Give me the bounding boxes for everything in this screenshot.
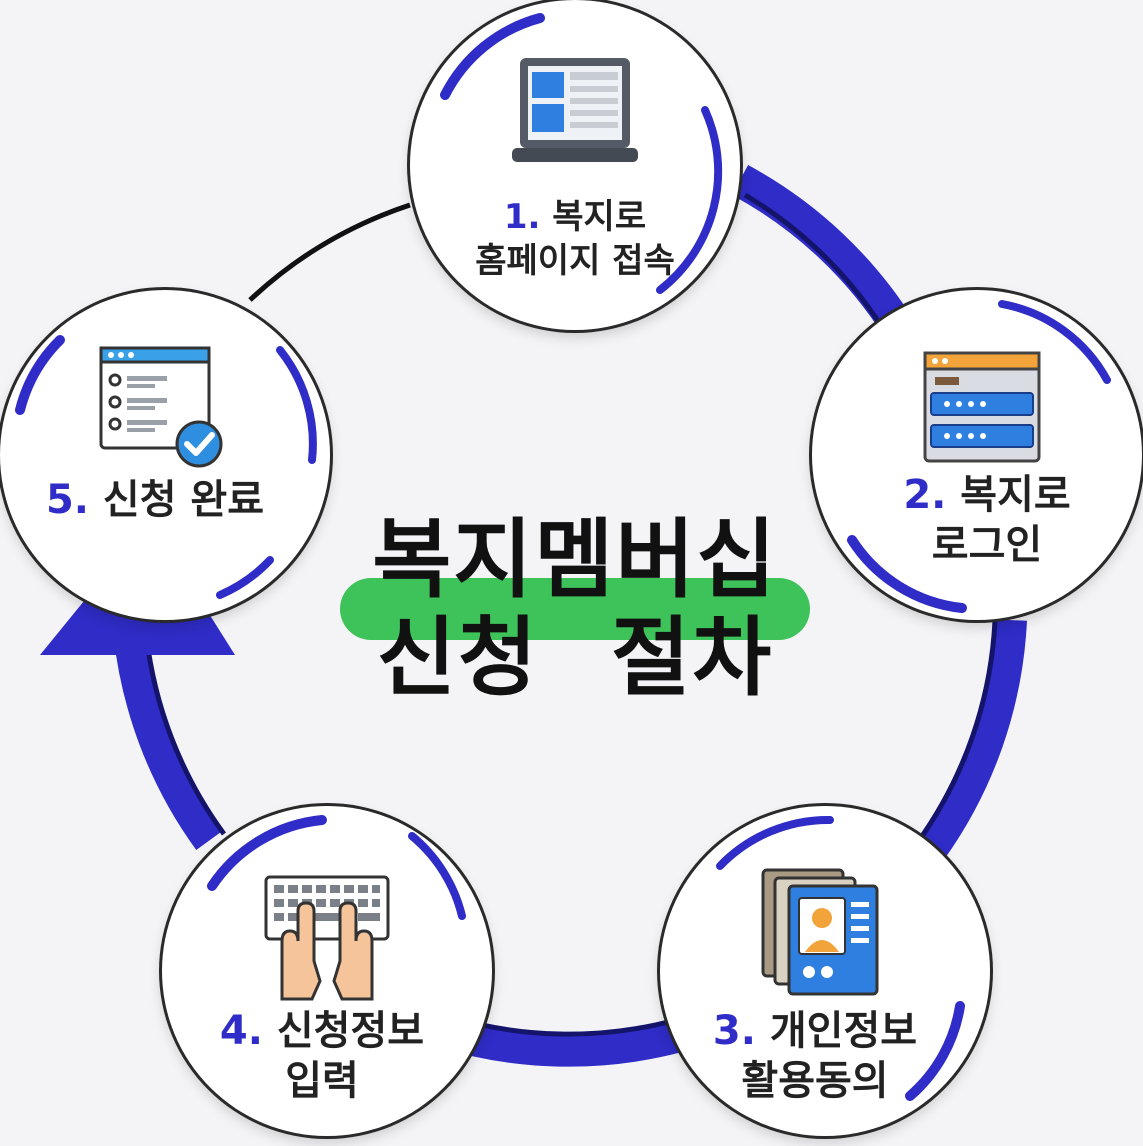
ring-segment-1-2 xyxy=(731,165,915,340)
step-3-text-2: 활용동의 xyxy=(741,1058,889,1104)
step-4-text-1: 신청정보 xyxy=(276,1008,425,1054)
step-4-accent-arc xyxy=(207,815,466,920)
step-4-number: 4. xyxy=(219,1008,263,1054)
step-5-accent-arc xyxy=(15,335,317,599)
diagram-title: 복지멤버십 신청 절차 xyxy=(340,500,810,720)
step-5-label: 5. 신청 완료 xyxy=(0,475,320,525)
step-4-text-2: 입력 xyxy=(285,1058,359,1104)
step-1-label: 1. 복지로 홈페이지 접속 xyxy=(410,195,740,283)
step-2-text-1: 복지로 xyxy=(960,472,1071,518)
step-3-node: 3. 개인정보 활용동의 xyxy=(660,806,990,1136)
title-highlight-pill xyxy=(340,578,810,640)
step-4-node: 4. 신청정보 입력 xyxy=(162,806,492,1136)
id-card-icon xyxy=(761,868,879,996)
step-2-label: 2. 복지로 로그인 xyxy=(822,470,1143,570)
ring-segment-4-5 xyxy=(113,628,224,850)
step-5-number: 5. xyxy=(45,477,89,523)
step-3-number: 3. xyxy=(712,1008,756,1054)
step-4-label: 4. 신청정보 입력 xyxy=(157,1006,487,1106)
step-3-text-1: 개인정보 xyxy=(769,1008,918,1054)
step-3-label: 3. 개인정보 활용동의 xyxy=(650,1006,980,1106)
step-5-node: 5. 신청 완료 xyxy=(0,290,330,620)
title-line-2: 신청 절차 xyxy=(376,608,774,708)
typing-hands-icon xyxy=(264,875,390,1001)
login-window-icon xyxy=(923,351,1041,463)
ring-thin-segment xyxy=(248,202,411,302)
step-3-accent-arc xyxy=(716,815,965,1101)
step-1-text-1: 복지로 xyxy=(552,197,647,237)
step-2-number: 2. xyxy=(903,472,947,518)
step-2-accent-arc xyxy=(847,300,1111,613)
checklist-complete-icon xyxy=(99,346,223,468)
ring-segment-2-3 xyxy=(916,619,1027,860)
step-5-text-1: 신청 완료 xyxy=(102,477,265,523)
step-2-text-2: 로그인 xyxy=(931,522,1043,568)
step-2-node: 2. 복지로 로그인 xyxy=(812,290,1142,620)
step-1-number: 1. xyxy=(503,197,541,237)
step-1-text-2: 홈페이지 접속 xyxy=(475,241,675,281)
step-1-node: 1. 복지로 홈페이지 접속 xyxy=(410,0,740,330)
laptop-icon xyxy=(512,58,638,162)
title-line-1: 복지멤버십 xyxy=(372,510,778,610)
step-1-accent-arc xyxy=(440,13,723,294)
ring-inner-stripe xyxy=(143,192,998,1037)
